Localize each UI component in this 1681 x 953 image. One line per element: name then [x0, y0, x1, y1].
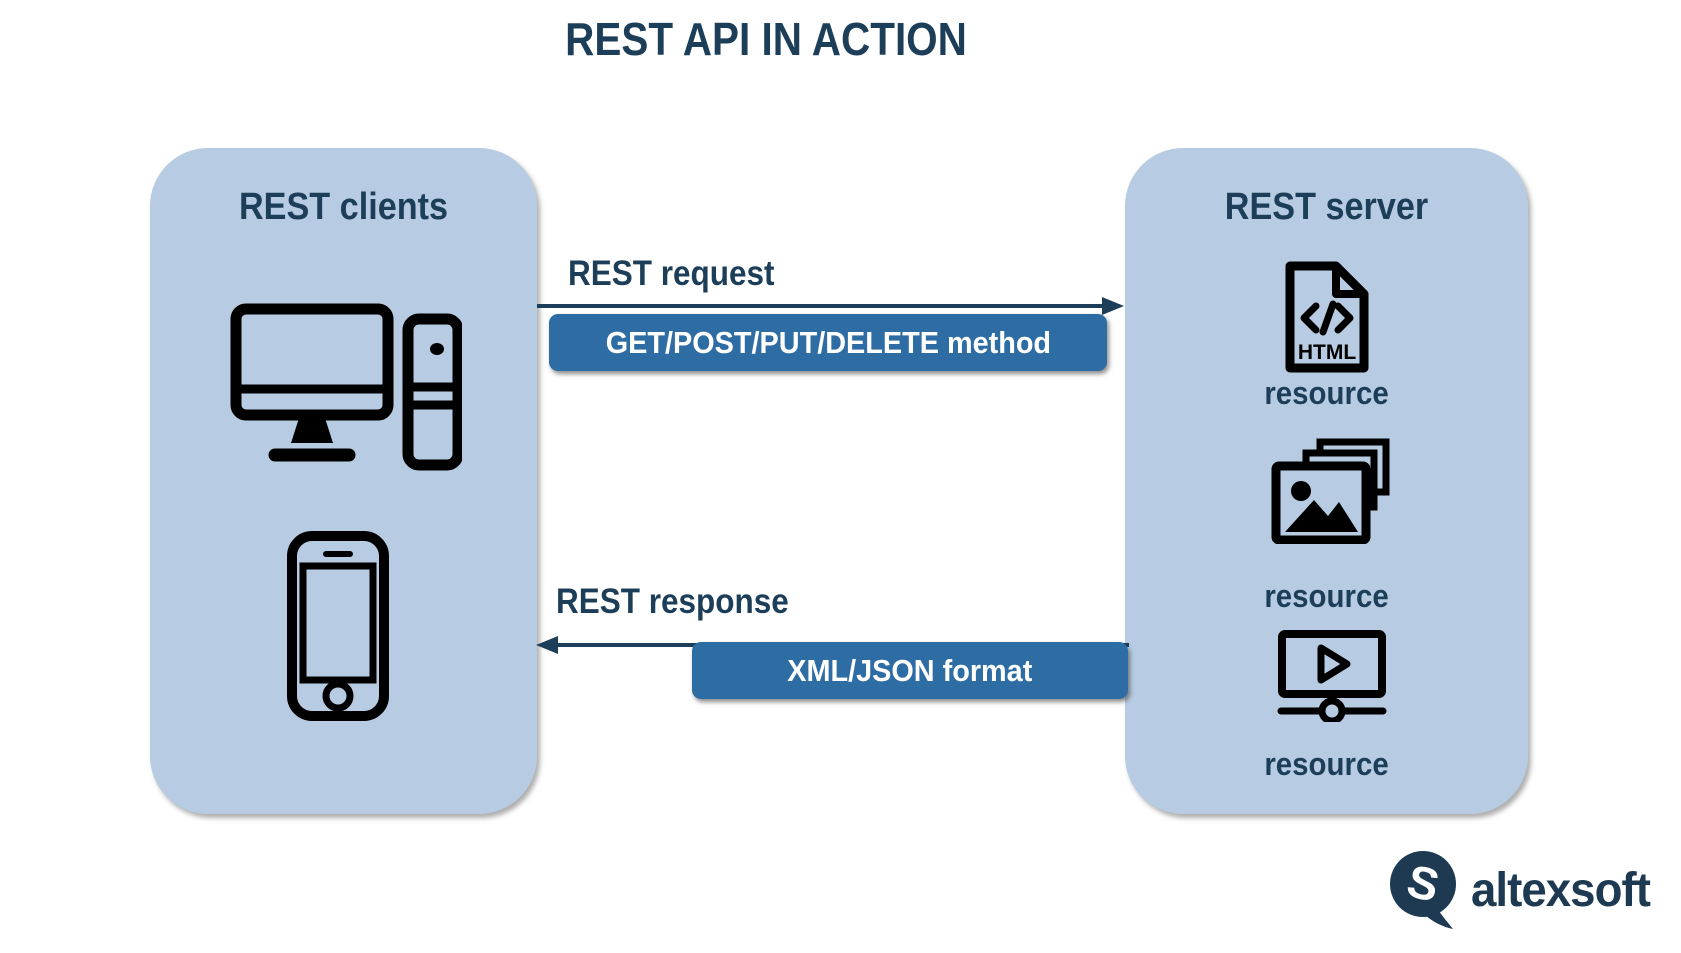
images-icon	[1270, 438, 1390, 544]
resource-label: resource	[1264, 746, 1389, 782]
server-panel-label: REST server	[1224, 186, 1429, 228]
response-format-badge: XML/JSON format	[692, 642, 1128, 699]
request-method-badge: GET/POST/PUT/DELETE method	[549, 314, 1107, 371]
video-player-icon	[1275, 628, 1389, 722]
altexsoft-logo: S altexsoft	[1388, 848, 1659, 932]
page-title: REST API IN ACTION	[565, 13, 967, 65]
altexsoft-logo-text: altexsoft	[1471, 863, 1651, 917]
smartphone-icon	[286, 530, 390, 722]
clients-panel-label: REST clients	[238, 186, 449, 228]
html-file-type-text: HTML	[1298, 341, 1356, 364]
resource-label: resource	[1264, 375, 1389, 411]
clients-panel: REST clients	[150, 148, 537, 814]
html-file-icon: HTML	[1282, 260, 1372, 374]
server-panel: REST server HTML resource resource	[1125, 148, 1528, 814]
request-arrow	[537, 297, 1124, 315]
altexsoft-logo-mark: S	[1390, 851, 1456, 929]
request-arrow-label: REST request	[568, 254, 775, 293]
response-format-badge-text: XML/JSON format	[787, 652, 1033, 688]
request-method-badge-text: GET/POST/PUT/DELETE method	[605, 324, 1051, 360]
response-arrow-label: REST response	[556, 582, 789, 621]
desktop-computer-icon	[230, 303, 462, 471]
resource-label: resource	[1264, 578, 1389, 614]
